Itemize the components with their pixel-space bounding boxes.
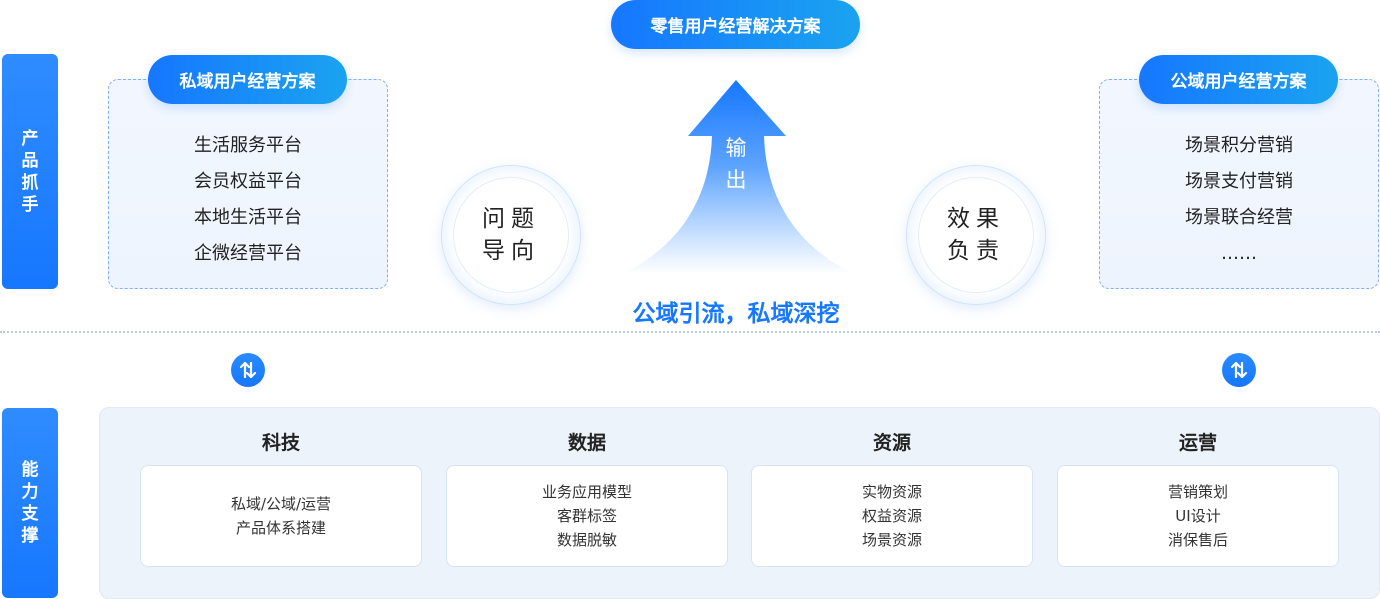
private-domain-list: 生活服务平台 会员权益平台 本地生活平台 企微经营平台 bbox=[109, 128, 387, 272]
public-domain-list: 场景积分营销 场景支付营销 场景联合经营 …… bbox=[1100, 128, 1378, 272]
side-tab-product: 产品抓手 bbox=[2, 54, 58, 289]
private-domain-panel: 生活服务平台 会员权益平台 本地生活平台 企微经营平台 bbox=[108, 79, 388, 289]
capability-item: 消保售后 bbox=[1167, 531, 1228, 549]
problem-oriented-inner: 问题 导向 bbox=[453, 177, 569, 293]
swap-vertical-icon bbox=[1222, 353, 1256, 387]
solution-title-pill: 零售用户经营解决方案 bbox=[611, 0, 860, 49]
swap-vertical-icon bbox=[231, 353, 265, 387]
arrow-label-char: 出 bbox=[725, 168, 747, 192]
capability-card: 实物资源 权益资源 场景资源 bbox=[751, 465, 1033, 567]
private-domain-title: 私域用户经营方案 bbox=[179, 72, 316, 92]
public-domain-panel: 场景积分营销 场景支付营销 场景联合经营 …… bbox=[1099, 79, 1379, 289]
list-item: 场景联合经营 bbox=[1185, 207, 1293, 228]
list-item: 企微经营平台 bbox=[194, 243, 302, 264]
capability-card: 私域/公域/运营 产品体系搭建 bbox=[140, 465, 422, 567]
side-tab-capability: 能力支撑 bbox=[2, 408, 58, 598]
public-domain-title: 公域用户经营方案 bbox=[1170, 72, 1307, 92]
capability-title: 数据 bbox=[567, 432, 606, 454]
capability-item: 营销策划 bbox=[1167, 483, 1228, 501]
arrow-label-char: 输 bbox=[725, 136, 747, 160]
list-item: 场景支付营销 bbox=[1185, 171, 1293, 192]
capability-item: 实物资源 bbox=[861, 483, 922, 501]
capability-area: 科技 私域/公域/运营 产品体系搭建 数据 业务应用模型 客群标签 数据脱敏 资… bbox=[99, 407, 1380, 599]
list-item: 生活服务平台 bbox=[194, 135, 302, 156]
side-tab-product-label: 产品抓手 bbox=[21, 128, 39, 215]
capability-title: 资源 bbox=[872, 432, 911, 454]
circle-text: 导向 bbox=[482, 238, 540, 264]
result-responsible-circle: 效果 负责 bbox=[907, 166, 1045, 304]
capability-item: 客群标签 bbox=[556, 507, 617, 525]
section-divider bbox=[0, 331, 1380, 333]
capability-card: 营销策划 UI设计 消保售后 bbox=[1057, 465, 1339, 567]
list-item: 会员权益平台 bbox=[194, 171, 302, 192]
capability-title: 科技 bbox=[261, 432, 300, 454]
public-domain-title-pill: 公域用户经营方案 bbox=[1139, 55, 1338, 104]
capability-item: 权益资源 bbox=[861, 507, 922, 525]
circle-text: 问题 bbox=[482, 206, 540, 232]
list-item: 本地生活平台 bbox=[194, 207, 302, 228]
capability-card: 业务应用模型 客群标签 数据脱敏 bbox=[446, 465, 728, 567]
capability-item: 场景资源 bbox=[861, 531, 922, 549]
arrow-label: 输 出 bbox=[718, 132, 754, 196]
circle-text: 效果 bbox=[947, 206, 1005, 232]
private-domain-title-pill: 私域用户经营方案 bbox=[148, 55, 347, 104]
problem-oriented-circle: 问题 导向 bbox=[442, 166, 580, 304]
output-arrow-icon bbox=[622, 80, 854, 274]
slogan: 公域引流，私域深挖 bbox=[632, 301, 840, 327]
solution-title: 零售用户经营解决方案 bbox=[650, 17, 821, 37]
result-responsible-inner: 效果 负责 bbox=[918, 177, 1034, 293]
capability-item: 数据脱敏 bbox=[556, 531, 617, 549]
list-item: …… bbox=[1221, 243, 1257, 264]
capability-item: UI设计 bbox=[1175, 507, 1221, 525]
side-tab-capability-label: 能力支撑 bbox=[21, 460, 39, 546]
capability-item: 私域/公域/运营 bbox=[230, 495, 332, 513]
capability-item: 业务应用模型 bbox=[541, 483, 632, 501]
circle-text: 负责 bbox=[947, 238, 1005, 264]
capability-item: 产品体系搭建 bbox=[235, 519, 326, 537]
list-item: 场景积分营销 bbox=[1185, 135, 1293, 156]
capability-title: 运营 bbox=[1178, 432, 1217, 454]
